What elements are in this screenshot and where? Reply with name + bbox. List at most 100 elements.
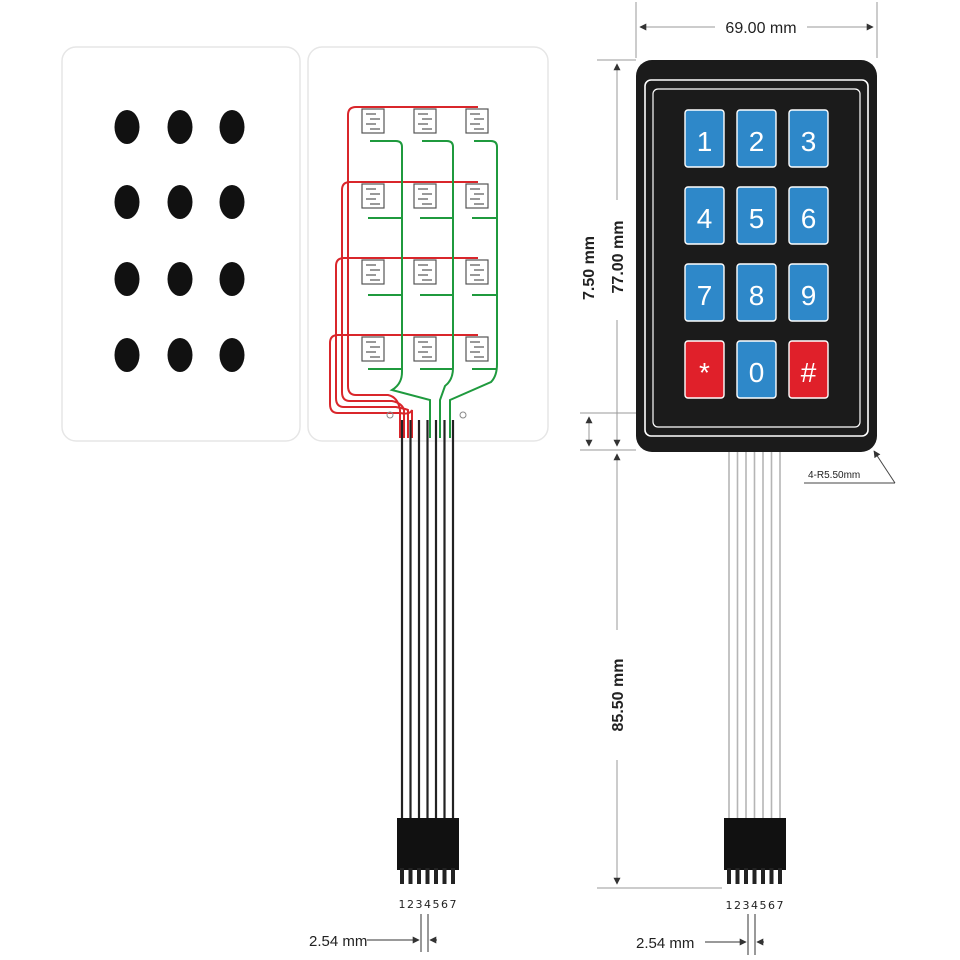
key-label: 4 <box>697 203 713 234</box>
contact-dot <box>167 110 193 144</box>
pin-label: 1 <box>726 899 733 912</box>
radius-leader-diag <box>873 450 896 484</box>
switch-pad <box>465 183 489 209</box>
connector-pin <box>744 868 748 884</box>
key-7[interactable]: 7 <box>684 263 725 322</box>
switch-pad <box>465 336 489 362</box>
key-0[interactable]: 0 <box>736 340 777 399</box>
pin-label: 4 <box>751 899 758 912</box>
key-label: 9 <box>801 280 817 311</box>
connector-pin <box>727 868 731 884</box>
key-label: 6 <box>801 203 817 234</box>
key-4[interactable]: 4 <box>684 186 725 245</box>
key-star[interactable]: * <box>684 340 725 399</box>
width-label: 69.00 mm <box>725 20 796 37</box>
connector-pin <box>434 868 438 884</box>
row-trace <box>329 334 478 438</box>
column-trace <box>449 140 498 438</box>
key-3[interactable]: 3 <box>788 109 829 168</box>
key-label: 7 <box>697 280 713 311</box>
key-label: * <box>699 357 710 388</box>
contact-dot <box>219 110 245 144</box>
connector-pin <box>752 868 757 884</box>
keypad-outline-outer <box>644 79 869 437</box>
pin-label: 5 <box>433 898 440 911</box>
connector-pin <box>442 868 447 884</box>
keypad-outline-inner <box>652 88 861 428</box>
pin-label: 7 <box>777 899 784 912</box>
switch-pad <box>361 259 385 285</box>
connector-pin <box>761 868 765 884</box>
key-8[interactable]: 8 <box>736 263 777 322</box>
contact-dot <box>167 338 193 372</box>
pin-label: 2 <box>407 898 414 911</box>
connector-pins-left <box>400 868 455 884</box>
row-trace <box>347 106 478 438</box>
contact-dot <box>114 185 140 219</box>
key-label: 1 <box>697 126 713 157</box>
row-trace <box>335 257 478 438</box>
ribbon-cable-left <box>400 420 455 818</box>
switch-pad <box>413 259 437 285</box>
key-5[interactable]: 5 <box>736 186 777 245</box>
tab-offset-label: 7.50 mm <box>581 236 598 300</box>
cable-length-label: 85.50 mm <box>610 659 627 732</box>
contact-dot <box>219 262 245 296</box>
key-1[interactable]: 1 <box>684 109 725 168</box>
pin-label: 3 <box>416 898 423 911</box>
contact-dot <box>167 262 193 296</box>
key-hash[interactable]: # <box>788 340 829 399</box>
pin-label: 6 <box>768 899 775 912</box>
connector-pin <box>400 868 404 884</box>
connector-pin <box>417 868 421 884</box>
connector-pins-right <box>727 868 782 884</box>
pin-label: 4 <box>424 898 431 911</box>
column-trace <box>370 140 431 438</box>
contact-dot <box>219 338 245 372</box>
contact-dot <box>114 262 140 296</box>
connector-left <box>397 818 459 870</box>
connector-pin <box>735 868 740 884</box>
ribbon-cable-right <box>728 450 781 818</box>
contact-dots <box>114 110 245 372</box>
alignment-hole <box>459 411 467 419</box>
switch-pad <box>413 108 437 134</box>
switch-pad <box>361 108 385 134</box>
pitch-label-left: 2.54 mm <box>309 933 367 950</box>
circuit-traces <box>329 106 498 438</box>
switch-pad <box>361 336 385 362</box>
pin-label: 6 <box>441 898 448 911</box>
contact-dot <box>167 185 193 219</box>
connector-pin <box>451 868 455 884</box>
radius-label: 4-R5.50mm <box>808 470 860 481</box>
key-label: 5 <box>749 203 765 234</box>
pin-label: 7 <box>450 898 457 911</box>
key-label: 0 <box>749 357 765 388</box>
key-2[interactable]: 2 <box>736 109 777 168</box>
connector-pin <box>769 868 774 884</box>
contact-dot <box>114 110 140 144</box>
height-label: 77.00 mm <box>610 221 627 294</box>
key-label: 2 <box>749 126 765 157</box>
row-trace <box>341 181 478 438</box>
connector-pin <box>778 868 782 884</box>
alignment-hole <box>386 411 394 419</box>
pin-label: 1 <box>399 898 406 911</box>
switch-pad <box>413 336 437 362</box>
dot-layer-card <box>61 46 301 442</box>
key-9[interactable]: 9 <box>788 263 829 322</box>
contact-dot <box>219 185 245 219</box>
key-6[interactable]: 6 <box>788 186 829 245</box>
connector-pin <box>425 868 430 884</box>
pin-label: 5 <box>760 899 767 912</box>
key-label: # <box>801 357 817 388</box>
switch-pad <box>413 183 437 209</box>
dot-layer-panel <box>61 46 301 442</box>
key-label: 8 <box>749 280 765 311</box>
